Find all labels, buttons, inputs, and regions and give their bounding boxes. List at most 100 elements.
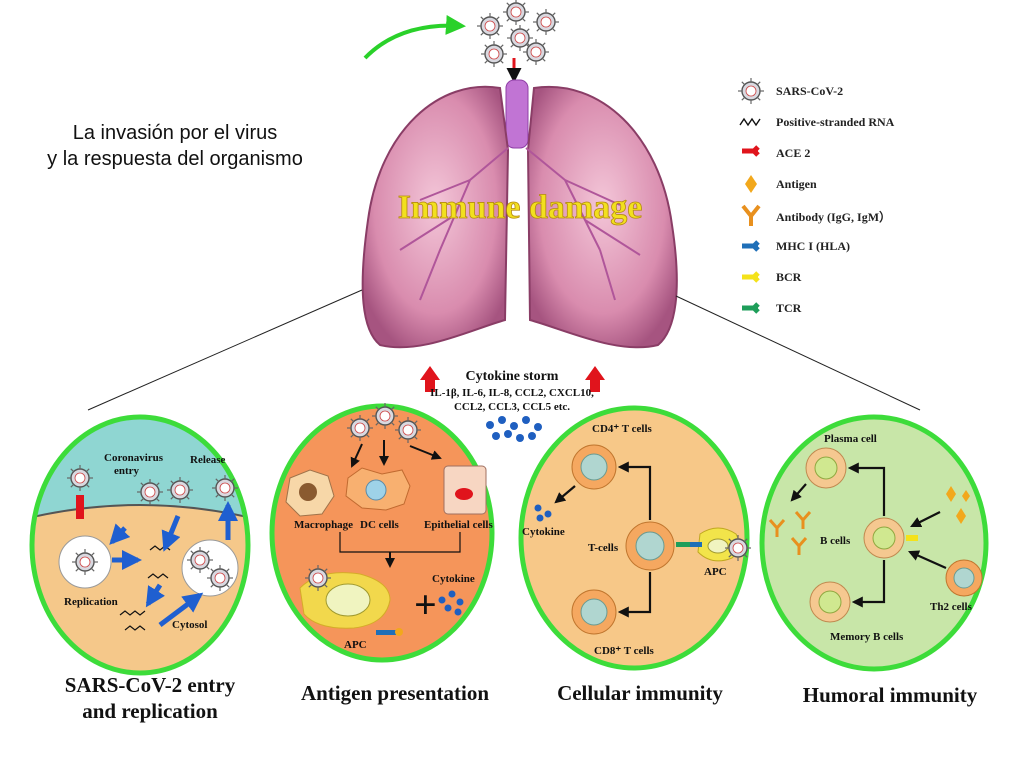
panel-title-humoral: Humoral immunity <box>802 683 978 707</box>
virus-icon <box>480 40 508 68</box>
inhalation-arrow <box>363 14 466 60</box>
page-heading: La invasión por el virus y la respuesta … <box>20 120 330 172</box>
virus-icon <box>522 38 550 66</box>
cytokine-dots <box>486 416 542 442</box>
mhc-icon <box>690 542 702 547</box>
cell-nucleus <box>635 531 665 561</box>
incoming-virus-cluster <box>476 0 560 68</box>
tcr-icon <box>676 542 690 547</box>
label-cytokine: Cytokine <box>432 573 475 585</box>
cytokine-storm-title: Cytokine storm <box>466 369 559 384</box>
virus-icon <box>724 534 752 562</box>
cell-nucleus <box>580 598 608 626</box>
label-macrophage: Macrophage <box>294 519 353 531</box>
panel-title-antigen: Antigen presentation <box>300 681 490 705</box>
bcr-icon <box>742 271 760 283</box>
legend-label: Antigen <box>776 177 817 191</box>
virus-icon <box>371 402 399 430</box>
virus-icon <box>737 78 765 104</box>
panel-entry-replication: Coronavirus entry Release Replication Cy… <box>29 414 251 676</box>
immune-damage-label: Immune damage <box>398 189 643 226</box>
mhc-icon <box>742 240 760 252</box>
label-apc: APC <box>704 566 727 578</box>
legend-label: SARS-CoV-2 <box>776 84 844 98</box>
legend-label: TCR <box>776 301 802 315</box>
legend-item: MHC I (HLA) <box>728 233 928 264</box>
legend-item: ACE 2 <box>728 140 928 171</box>
legend-label: Positive-stranded RNA <box>776 115 895 129</box>
legend-item: Positive-stranded RNA <box>728 109 928 140</box>
panel-title-cellular: Cellular immunity <box>557 681 723 705</box>
cell-nucleus <box>814 456 838 480</box>
red-up-arrow <box>585 366 605 392</box>
antibody-icons <box>768 511 812 555</box>
panel-title-entry: SARS-CoV-2 entry and replication <box>40 672 260 724</box>
label-coronavirus-entry: Coronavirus entry <box>104 452 166 477</box>
heading-line1: La invasión por el virus <box>72 122 278 144</box>
label-t-cells: T-cells <box>588 542 619 554</box>
virus-icon <box>304 564 332 592</box>
label-memory-b-cells: Memory B cells <box>830 631 904 643</box>
flow-arrows <box>350 440 442 568</box>
virus-icon <box>186 546 214 574</box>
apc-nucleus <box>707 538 729 554</box>
panel-humoral-immunity: Plasma cell B cells Th2 cells Memory B c… <box>759 414 989 672</box>
macrophage-nucleus <box>299 483 317 501</box>
connector-line <box>675 295 921 411</box>
red-up-arrow <box>420 366 440 392</box>
virus-icon <box>211 474 239 502</box>
bcr-icon <box>906 535 918 541</box>
cell-nucleus <box>580 453 608 481</box>
cytokine-storm: Cytokine storm IL-1β, IL-6, IL-8, CCL2, … <box>420 366 605 442</box>
panel-outline <box>29 414 251 676</box>
label-cytokine: Cytokine <box>522 526 565 538</box>
label-b-cells: B cells <box>820 535 851 547</box>
flow-arrows <box>554 461 652 618</box>
ace2-receptor-icon <box>742 145 760 157</box>
panel-title-line: SARS-CoV-2 entry <box>64 673 236 697</box>
legend-item: TCR <box>728 295 928 326</box>
label-plasma-cell: Plasma cell <box>824 433 877 445</box>
right-lung <box>526 85 678 349</box>
label-release: Release <box>190 454 226 466</box>
dc-nucleus <box>365 479 387 501</box>
trachea <box>505 79 529 149</box>
lungs-illustration: Immune damage <box>361 79 678 349</box>
panel-background <box>269 403 495 663</box>
flow-arrows <box>109 501 238 627</box>
legend-item: Antibody (IgG, IgM） <box>728 202 928 233</box>
left-lung <box>361 85 510 349</box>
virus-icon <box>394 416 422 444</box>
label-cytosol: Cytosol <box>172 619 207 631</box>
legend-item: BCR <box>728 264 928 295</box>
legend-item: Antigen <box>728 171 928 202</box>
cell-nucleus <box>818 590 842 614</box>
vesicle <box>181 539 239 597</box>
virus-icon <box>136 478 164 506</box>
cytokine-list-line2: CCL2, CCL3, CCL5 etc. <box>454 401 570 413</box>
legend-item: SARS-CoV-2 <box>728 78 928 109</box>
cytokine-dots <box>438 590 464 616</box>
tcr-icon <box>742 302 760 314</box>
label-cd4-t-cells: CD4⁺ T cells <box>592 423 653 435</box>
apc-nucleus <box>325 583 371 617</box>
virus-icon <box>476 12 504 40</box>
virus-icon <box>206 564 234 592</box>
label-cd8-t-cells: CD8⁺ T cells <box>594 645 655 657</box>
panel-title-line: and replication <box>82 699 218 723</box>
epithelial-nucleus <box>455 488 473 500</box>
antibody-icon <box>741 204 761 226</box>
cell-nucleus <box>872 526 896 550</box>
legend-label: MHC I (HLA) <box>776 239 850 253</box>
bronchi <box>399 147 641 301</box>
antigen-icon <box>745 175 757 193</box>
ace2-receptor-icon <box>76 495 84 519</box>
virus-icon <box>502 0 530 26</box>
label-apc: APC <box>344 639 367 651</box>
connector-line <box>87 289 363 411</box>
antigen-icons <box>946 486 970 524</box>
virus-icon <box>66 464 94 492</box>
cytokine-list-line1: IL-1β, IL-6, IL-8, CCL2, CXCL10, <box>430 387 594 399</box>
